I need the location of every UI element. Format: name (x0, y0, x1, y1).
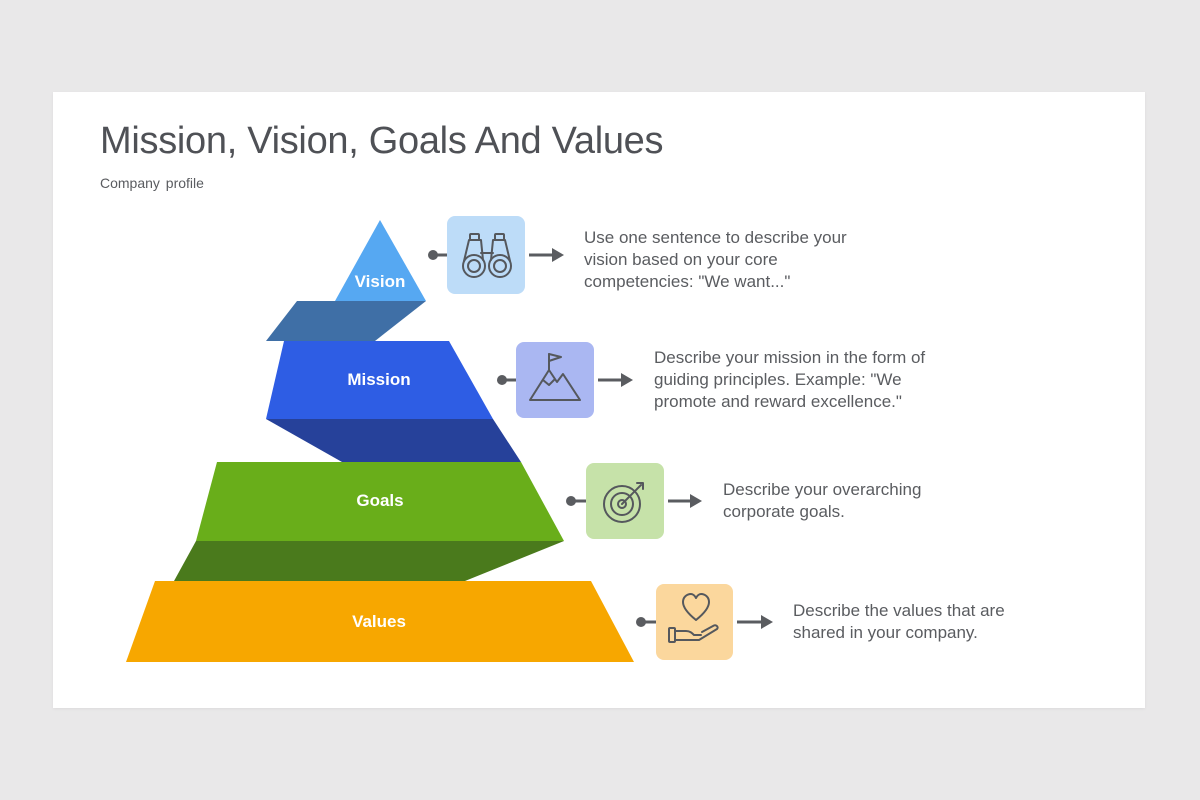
mission-goals-connector (266, 419, 521, 462)
vision-icon-box (447, 216, 525, 294)
mission-arrow (598, 373, 633, 387)
tier-label-values: Values (352, 612, 406, 631)
page-title: Mission, Vision, Goals And Values (100, 120, 664, 162)
tier-mission (266, 341, 493, 419)
pyramid-diagram: Vision Mission Goals Values (126, 216, 773, 662)
mission-description: Describe your mission in the form of gui… (654, 348, 926, 411)
tier-vision (335, 220, 426, 301)
tier-label-vision: Vision (355, 272, 406, 291)
binoculars-icon (462, 233, 512, 278)
goals-values-connector (174, 541, 564, 581)
vision-arrow (529, 248, 564, 262)
vision-connector (428, 250, 447, 260)
vision-description: Use one sentence to describe your vision… (584, 228, 847, 291)
values-connector (636, 617, 656, 627)
goals-arrow (668, 494, 702, 508)
mountain-flag-icon (529, 353, 581, 401)
vision-mission-connector (266, 301, 426, 341)
goals-description: Describe your overarching corporate goal… (723, 480, 922, 521)
target-icon (603, 482, 644, 523)
values-description: Describe the values that are shared in y… (793, 601, 1005, 642)
tier-label-goals: Goals (356, 491, 403, 510)
values-arrow (737, 615, 773, 629)
tier-values (126, 581, 634, 662)
tier-label-mission: Mission (347, 370, 410, 389)
mission-connector (497, 375, 516, 385)
goals-connector (566, 496, 586, 506)
slide: Mission, Vision, Goals And Values Compan… (53, 92, 1145, 708)
tier-goals (196, 462, 564, 541)
heart-hand-icon (668, 593, 719, 643)
page-subtitle: Company profile (100, 175, 204, 191)
